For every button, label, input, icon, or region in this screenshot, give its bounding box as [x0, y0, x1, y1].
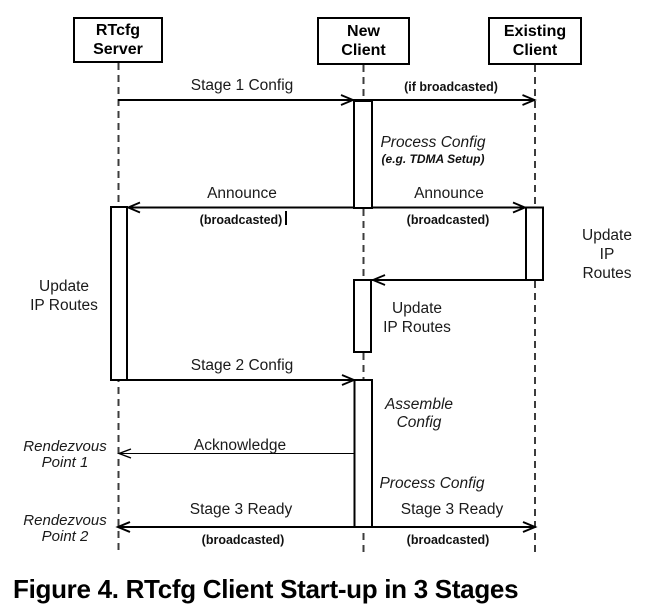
label-stage2-config: Stage 2 Config	[190, 357, 294, 374]
label-acknowledge: Acknowledge	[193, 437, 287, 454]
activation-existing-client	[525, 206, 544, 281]
label-tdma-setup-note: (e.g. TDMA Setup)	[381, 152, 485, 166]
figure-caption: Figure 4. RTcfg Client Start-up in 3 Sta…	[13, 574, 519, 604]
actor-new-client: New Client	[317, 17, 410, 65]
arrowhead-stage2-config	[341, 374, 357, 386]
label-stage3-ready-right: Stage 3 Ready	[400, 501, 504, 518]
arrowhead-update-ip-routes	[370, 274, 386, 286]
actor-rtcfg-server: RTcfg Server	[73, 17, 163, 63]
arrowhead-stage3-left	[115, 521, 131, 533]
activation-new-client-3	[353, 379, 373, 528]
arrowhead-stage1-existing-client	[522, 94, 537, 106]
label-update-ip-routes-new: Update IP Routes	[383, 300, 451, 336]
actor-existing-client: Existing Client	[488, 17, 582, 65]
cursor-artifact	[285, 211, 287, 225]
arrowhead-announce-right	[512, 201, 528, 214]
arrowhead-stage1-new-client	[340, 94, 356, 106]
activation-rtcfg-server	[110, 206, 128, 381]
label-announce-left: Announce	[207, 185, 277, 202]
label-stage3-ready-left: Stage 3 Ready	[189, 501, 293, 518]
arrowhead-stage3-right	[522, 521, 538, 533]
label-rendezvous-point-2: Rendezvous Point 2	[23, 512, 107, 545]
label-broadcasted-announce-left: (broadcasted)	[199, 213, 283, 227]
label-broadcasted-stage3-right: (broadcasted)	[406, 533, 490, 547]
label-if-broadcasted: (if broadcasted)	[404, 80, 498, 94]
label-assemble-config: Assemble Config	[384, 396, 454, 431]
label-broadcasted-announce-right: (broadcasted)	[406, 213, 490, 227]
label-rendezvous-point-1: Rendezvous Point 1	[23, 438, 107, 471]
label-process-config-1: Process Config	[380, 134, 486, 151]
arrowhead-announce-left	[125, 201, 141, 214]
label-announce-right: Announce	[414, 185, 484, 202]
label-broadcasted-stage3-left: (broadcasted)	[201, 533, 285, 547]
activation-new-client-1	[353, 100, 373, 209]
label-update-ip-routes-existing: Update IP Routes	[582, 227, 632, 282]
label-stage1-config: Stage 1 Config	[190, 77, 294, 94]
label-process-config-2: Process Config	[379, 475, 485, 492]
activation-new-client-2	[353, 279, 372, 353]
label-update-ip-routes-server: Update IP Routes	[30, 278, 98, 314]
arrowhead-acknowledge	[117, 448, 132, 459]
